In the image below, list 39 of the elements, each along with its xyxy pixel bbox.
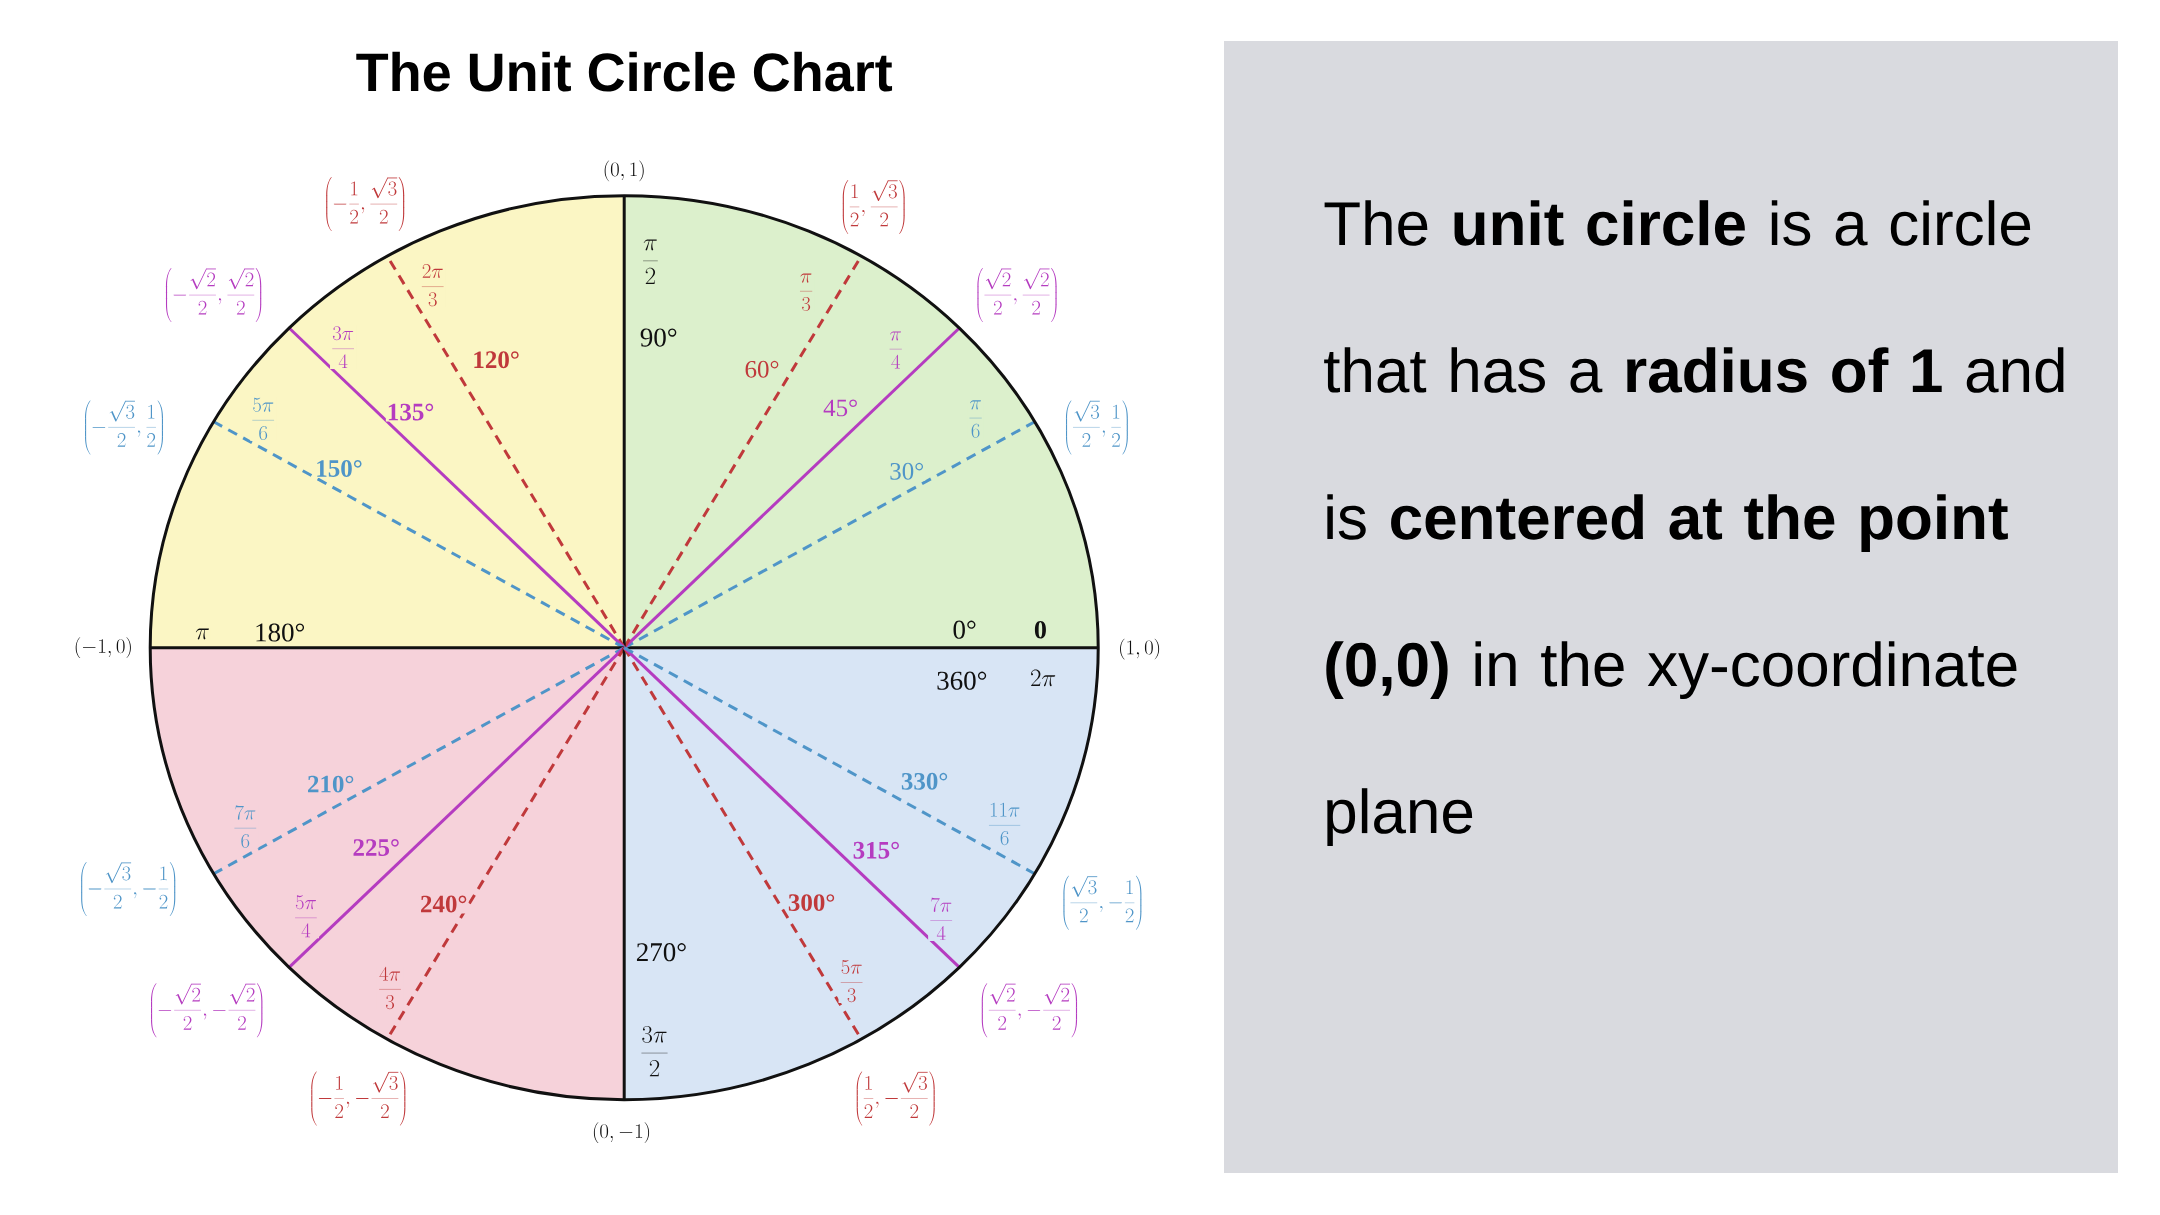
radian-label: $\frac{5\pi}{6}$ xyxy=(250,397,277,441)
title: The Unit Circle Chart xyxy=(356,51,893,92)
coordinate-label: $\left(\frac{\sqrt{2}}{2},-\frac{\sqrt{2}}{2}\right)$ xyxy=(977,981,1081,1039)
radian-label: $\frac{\pi}{6}$ xyxy=(967,399,984,439)
radian-label: $\frac{3\pi}{2}$ xyxy=(639,1025,670,1078)
degree-label: 45° xyxy=(822,398,860,418)
degree-label: 0° xyxy=(951,619,978,640)
radian-label: $\frac{3\pi}{4}$ xyxy=(330,325,357,370)
degree-label: 150° xyxy=(314,459,364,478)
coordinate-label: $(-1,0)$ xyxy=(72,636,134,660)
radian-label: $\frac{7\pi}{6}$ xyxy=(232,805,259,849)
coordinate-label: $\left(-\frac{\sqrt{3}}{2},-\frac{1}{2}\right)$ xyxy=(77,860,180,917)
radian-label: $\frac{7\pi}{4}$ xyxy=(928,897,955,941)
coordinate-label: $\left(-\frac{1}{2},\frac{\sqrt{3}}{2}\right)$ xyxy=(322,175,409,233)
radian-label: $\frac{11\pi}{6}$ xyxy=(986,802,1023,846)
coordinate-label: $(0,-1)$ xyxy=(591,1121,652,1145)
degree-label: 360° xyxy=(935,670,989,691)
degree-label: 270° xyxy=(634,942,689,963)
degree-label: 225° xyxy=(351,838,401,857)
coordinate-label: $(0,1)$ xyxy=(601,159,647,183)
radian-label: $\frac{2\pi}{3}$ xyxy=(419,263,446,307)
text-panel: The unit circle is a circle that has a radius of 1 and is centered at the point (0,0) in the xy-coordinate plane xyxy=(1224,41,2118,1173)
degree-label: 120° xyxy=(471,350,521,370)
coordinate-label: $\left(\frac{1}{2},\frac{\sqrt{3}}{2}\right)$ xyxy=(838,178,909,235)
coordinate-label: $\left(-\frac{\sqrt{3}}{2},\frac{1}{2}\right)$ xyxy=(81,399,167,456)
coordinate-label: $\left(-\frac{1}{2},-\frac{\sqrt{3}}{2}\right)$ xyxy=(307,1070,410,1127)
degree-label: 300° xyxy=(786,893,837,913)
degree-label: 90° xyxy=(638,327,679,348)
radian-label: $\frac{5\pi}{3}$ xyxy=(838,959,865,1003)
coordinate-label: $\left(-\frac{\sqrt{2}}{2},-\frac{\sqrt{2}}{2}\right)$ xyxy=(147,981,267,1039)
coordinate-label: $\left(\frac{\sqrt{3}}{2},-\frac{1}{2}\right)$ xyxy=(1059,874,1146,931)
coordinate-label: $(1,0)$ xyxy=(1117,637,1162,661)
coordinate-label: $\left(\frac{\sqrt{3}}{2},\frac{1}{2}\right)$ xyxy=(1062,399,1132,456)
radian-label: $\frac{4\pi}{3}$ xyxy=(376,966,404,1010)
coordinate-label: $\left(-\frac{\sqrt{2}}{2},\frac{\sqrt{2}}{2}\right)$ xyxy=(162,266,266,324)
degree-label: 180° xyxy=(253,622,307,643)
coordinate-label: $\left(\frac{\sqrt{2}}{2},\frac{\sqrt{2}}{2}\right)$ xyxy=(973,266,1061,324)
radian-label: $\frac{\pi}{4}$ xyxy=(887,330,905,370)
coordinate-label: $\left(\frac{1}{2},-\frac{\sqrt{3}}{2}\right)$ xyxy=(852,1070,939,1127)
